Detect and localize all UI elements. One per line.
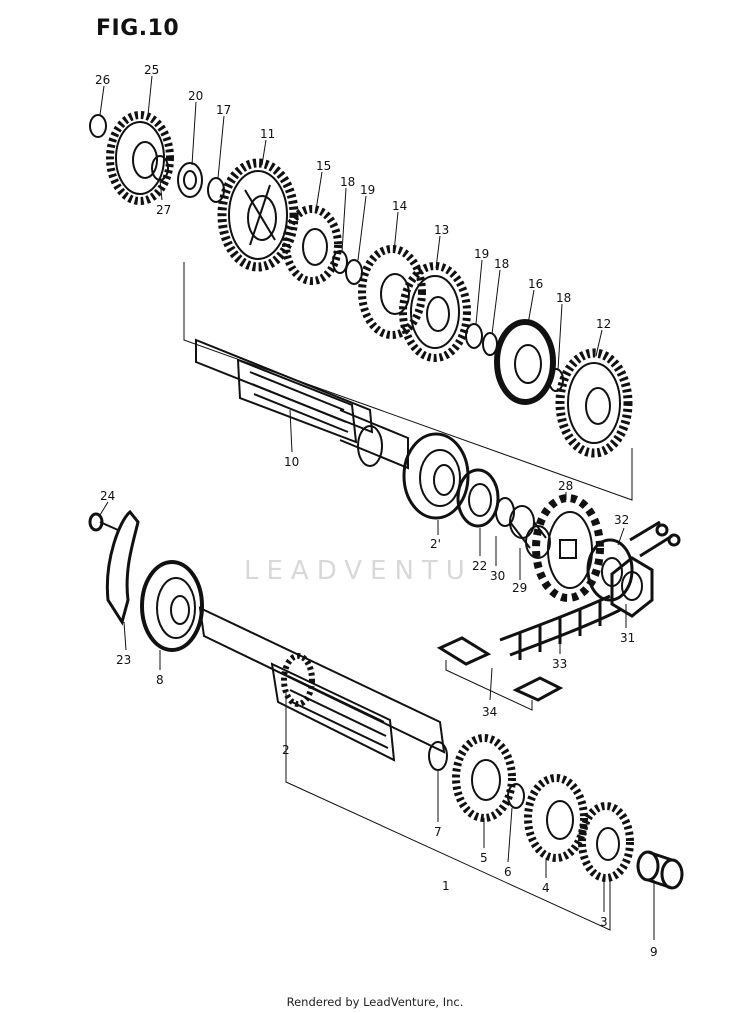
part-label: 17 xyxy=(216,103,231,117)
part-label: 20 xyxy=(188,89,203,103)
spacer-29 xyxy=(509,505,551,559)
part-label: 34 xyxy=(482,705,497,719)
part-label: 29 xyxy=(512,581,527,595)
gear-3 xyxy=(578,802,634,882)
gear-14 xyxy=(358,245,426,339)
circlip-7 xyxy=(428,741,448,771)
part-label: 18 xyxy=(556,291,571,305)
countershaft-10 xyxy=(195,338,409,470)
part-label: 13 xyxy=(434,223,449,237)
part-label: 8 xyxy=(156,673,164,687)
bushing-9 xyxy=(636,850,684,890)
part-label: 18 xyxy=(494,257,509,271)
gear-12 xyxy=(555,348,633,458)
circlip-19-b xyxy=(465,323,483,349)
part-label: 18 xyxy=(340,175,355,189)
part-label: 1 xyxy=(442,879,450,893)
circlip-26 xyxy=(89,114,107,138)
part-label: 5 xyxy=(480,851,488,865)
washer-6 xyxy=(507,783,525,809)
figure-title: FIG.10 xyxy=(96,16,180,41)
part-label: 33 xyxy=(552,657,567,671)
master-link-34 xyxy=(436,636,564,702)
o-ring-30 xyxy=(495,497,515,527)
bearing-2prime xyxy=(402,432,470,520)
part-label: 19 xyxy=(360,183,375,197)
part-label: 10 xyxy=(284,455,299,469)
part-label: 32 xyxy=(614,513,629,527)
washer-18-a xyxy=(332,250,348,274)
gear-5 xyxy=(452,734,516,822)
part-label: 30 xyxy=(490,569,505,583)
part-label: 12 xyxy=(596,317,611,331)
part-label: 3 xyxy=(600,915,608,929)
oil-seal-22 xyxy=(456,468,500,528)
group-bracket-1 xyxy=(285,700,611,931)
gear-4 xyxy=(524,774,588,862)
bearing-20 xyxy=(177,162,203,198)
gear-16 xyxy=(494,319,556,405)
footer-credit: Rendered by LeadVenture, Inc. xyxy=(286,995,464,1009)
part-label: 6 xyxy=(504,865,512,879)
gear-15 xyxy=(282,205,342,285)
leadventure-watermark: LEADVENTU xyxy=(244,556,473,586)
part-label: 15 xyxy=(316,159,331,173)
part-label: 2 xyxy=(282,743,290,757)
leader-lines xyxy=(99,75,655,940)
part-label: 4 xyxy=(542,881,550,895)
washer-17 xyxy=(207,177,225,203)
bearing-8 xyxy=(140,560,204,652)
part-label: 25 xyxy=(144,63,159,77)
part-label: 28 xyxy=(558,479,573,493)
part-label: 24 xyxy=(100,489,115,503)
part-label: 16 xyxy=(528,277,543,291)
part-label: 23 xyxy=(116,653,131,667)
part-label: 19 xyxy=(474,247,489,261)
group-bracket-34 xyxy=(445,660,533,711)
group-bracket-10 xyxy=(183,262,633,501)
gear-13 xyxy=(399,262,471,362)
bearing-retainer-23 xyxy=(105,509,140,626)
screw-24 xyxy=(88,512,119,532)
driveshaft-2 xyxy=(198,606,446,762)
part-label: 7 xyxy=(434,825,442,839)
part-label: 14 xyxy=(392,199,407,213)
nut-31 xyxy=(610,556,654,618)
part-label: 26 xyxy=(95,73,110,87)
part-label: 27 xyxy=(156,203,171,217)
part-label: 2' xyxy=(430,537,441,551)
part-labels: 26 25 20 17 11 27 15 18 19 14 13 19 18 1… xyxy=(95,63,658,959)
drive-chain-33 xyxy=(499,520,681,660)
part-label: 9 xyxy=(650,945,658,959)
part-label: 11 xyxy=(260,127,275,141)
part-label: 22 xyxy=(472,559,487,573)
part-label: 31 xyxy=(620,631,635,645)
